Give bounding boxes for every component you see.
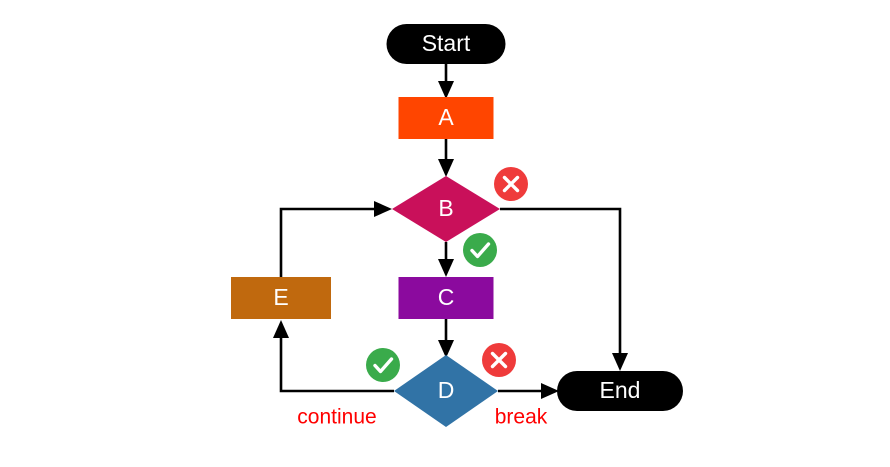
- check-icon-b-true-circle: [463, 233, 497, 267]
- edge-e-b-line: [279, 207, 381, 277]
- node-a-shape[interactable]: [398, 97, 494, 139]
- check-icon-d-true-glyph: [373, 357, 394, 374]
- edge-b-c-arrowhead: [438, 259, 454, 277]
- edge-start-a: [438, 64, 454, 99]
- node-start[interactable]: Start: [386, 24, 506, 64]
- cross-icon-b-false-glyph: [502, 175, 520, 193]
- edge-d-e-line: [279, 329, 394, 393]
- cross-icon-d-false-glyph: [490, 351, 508, 369]
- node-b[interactable]: B: [392, 176, 500, 242]
- node-e-shape[interactable]: [231, 277, 331, 319]
- cross-icon-d-false: [482, 343, 516, 377]
- edge-d-end-arrowhead: [541, 383, 559, 399]
- node-layer: Start A B C D: [231, 24, 683, 427]
- node-c-shape[interactable]: [398, 277, 494, 319]
- edge-d-end: [498, 383, 559, 399]
- node-start-shape[interactable]: [386, 24, 506, 64]
- check-icon-b-true-glyph: [470, 242, 491, 259]
- connector-layer: [273, 64, 628, 399]
- node-e[interactable]: E: [231, 277, 331, 319]
- edge-d-e: [273, 320, 394, 393]
- edge-label-break: break: [495, 406, 548, 429]
- node-d[interactable]: D: [394, 355, 498, 427]
- node-end[interactable]: End: [557, 371, 683, 411]
- badge-layer: [366, 167, 528, 382]
- edge-a-b-arrowhead: [438, 159, 454, 177]
- check-icon-d-true-circle: [366, 348, 400, 382]
- edge-e-b: [279, 201, 392, 277]
- cross-icon-b-false: [494, 167, 528, 201]
- edge-c-d: [438, 319, 454, 358]
- edge-b-end-arrowhead: [612, 353, 628, 371]
- edge-c-d-arrowhead: [438, 340, 454, 358]
- edge-b-c: [438, 242, 454, 277]
- node-d-shape[interactable]: [394, 355, 498, 427]
- edge-label-continue: continue: [297, 406, 376, 429]
- edge-d-e-arrowhead: [273, 320, 289, 338]
- edge-start-a-arrowhead: [438, 81, 454, 99]
- node-end-shape[interactable]: [557, 371, 683, 411]
- node-a[interactable]: A: [398, 97, 494, 139]
- edge-b-end: [500, 207, 628, 371]
- edge-a-b: [438, 139, 454, 177]
- check-icon-b-true: [463, 233, 497, 267]
- edge-b-end-line: [500, 207, 622, 362]
- edge-e-b-arrowhead: [374, 201, 392, 217]
- node-b-shape[interactable]: [392, 176, 500, 242]
- node-c[interactable]: C: [398, 277, 494, 319]
- check-icon-d-true: [366, 348, 400, 382]
